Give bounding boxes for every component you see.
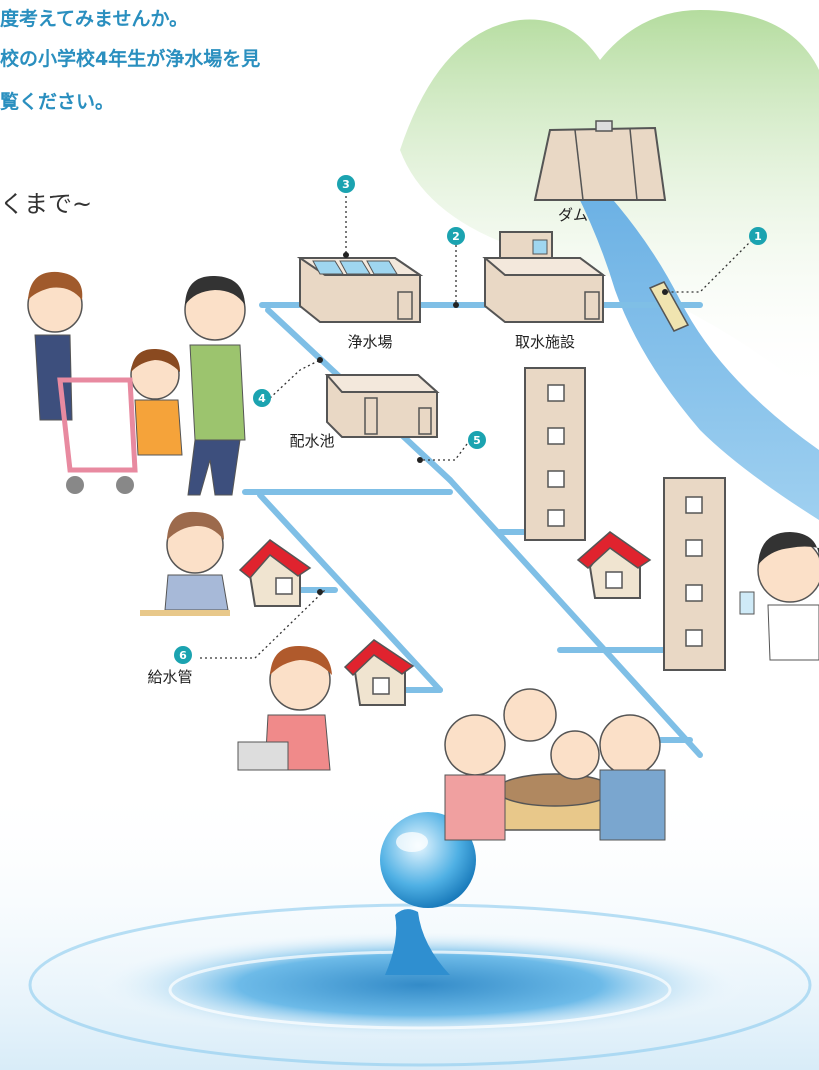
marker-2: 2: [447, 227, 465, 245]
purification-plant-label: 浄水場: [347, 333, 392, 351]
apartment-building: [524, 367, 586, 541]
river: [575, 185, 819, 520]
family-walking: [27, 271, 246, 496]
intake-facility: [482, 231, 607, 323]
marker-1: 1: [749, 227, 767, 245]
intake-gate: [648, 281, 690, 332]
junction-dots: [317, 252, 668, 595]
intake-facility-label: 取水施設: [515, 333, 575, 351]
boy-drinking: [739, 532, 819, 661]
intro-line-2: 校の小学校4年生が浄水場を見: [0, 48, 261, 70]
marker-3-number: 3: [342, 178, 350, 191]
grandmother-eating: [140, 511, 230, 616]
marker-6-number: 6: [179, 649, 187, 662]
purification-plant: [296, 257, 424, 323]
house: [343, 639, 415, 706]
service-pipe-label: 給水管: [147, 668, 192, 686]
distribution-reservoir: [324, 374, 440, 438]
apartment-building: [663, 477, 726, 671]
marker-4-number: 4: [258, 392, 266, 405]
reservoir-label: 配水池: [289, 432, 334, 450]
water-ripple: [90, 930, 750, 1040]
marker-5-number: 5: [473, 434, 481, 447]
leader-lines: [200, 196, 753, 659]
marker-2-number: 2: [452, 230, 460, 243]
family-dining: [444, 688, 666, 841]
dam: [533, 120, 667, 201]
intro-line-3: 覧ください。: [0, 91, 115, 113]
marker-3: 3: [337, 175, 355, 193]
dam-label: ダム: [558, 206, 588, 224]
house: [238, 539, 312, 607]
house: [576, 531, 652, 599]
section-subtitle: くまで~: [0, 190, 93, 218]
marker-6: 6: [174, 646, 192, 664]
marker-4: 4: [253, 389, 271, 407]
woman-washing: [237, 645, 332, 771]
intro-line-1: 度考えてみませんか。: [0, 8, 189, 30]
marker-1-number: 1: [754, 230, 762, 243]
marker-5: 5: [468, 431, 486, 449]
